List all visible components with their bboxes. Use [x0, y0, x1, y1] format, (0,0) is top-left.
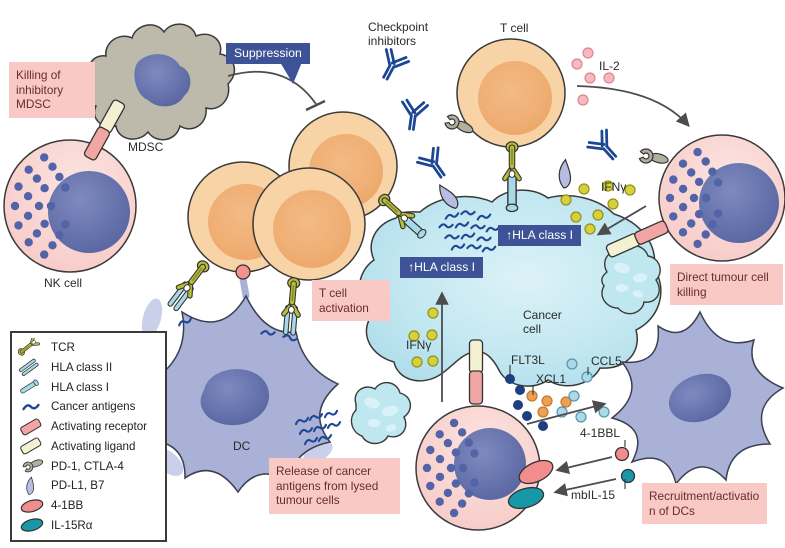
nk-cell-bottom: [415, 405, 541, 531]
hla-class-ii-icon: [18, 358, 40, 377]
label-mbil15: mbIL-15: [571, 488, 616, 502]
legend-label: Cancer antigens: [51, 400, 136, 414]
mbil15-dot: [620, 468, 636, 484]
pdl1-b7-molecule: [556, 158, 575, 190]
label-flt3l: FLT3L: [511, 353, 545, 367]
nk-nucleus: [48, 171, 130, 253]
label-ifng-right: IFNγ: [601, 180, 627, 194]
tcr-hla2-complex-left: [166, 255, 216, 313]
pd1-ctla4-molecule: [638, 147, 671, 167]
pdl1-b7-icon: [24, 476, 37, 496]
mdsc-nucleus: [134, 54, 191, 107]
cancer-antigens-icon: [22, 403, 40, 411]
legend-item-pdl1-b7: PD-L1, B7: [18, 476, 161, 496]
nk-cell-top-left: [3, 139, 137, 273]
dendritic-cell-left: [138, 275, 340, 494]
legend-item-il15ra: IL-15Rα: [18, 516, 161, 535]
il15ra-icon: [20, 518, 44, 533]
il15ra-receptor: [507, 486, 545, 510]
label-nk-cell: NK cell: [44, 276, 83, 290]
il2-arrow: [576, 85, 690, 128]
callout-suppression: Suppression: [226, 43, 310, 65]
label-t-cell: T cell: [500, 21, 529, 35]
hla-class-i-icon: [19, 378, 40, 395]
41bbl-arrow: [555, 456, 613, 475]
label-dc: DC: [233, 439, 251, 453]
legend-label: PD-L1, B7: [51, 479, 105, 493]
activating-receptor-bottom: [468, 339, 484, 405]
legend-label: Activating receptor: [51, 420, 148, 434]
legend-label: HLA class II: [51, 360, 113, 374]
checkpoint-antibody-icon: [372, 46, 412, 86]
callout-hla-class-i-right: ↑HLA class I: [498, 225, 582, 247]
chemokine-arrow: [526, 400, 607, 425]
legend-item-tcr: TCR: [18, 337, 161, 358]
dc-arm-pale: [141, 298, 163, 338]
callout-killing-mdsc: Killing of inhibitory MDSC: [9, 62, 95, 119]
legend-item-activating-receptor: Activating receptor: [18, 417, 161, 436]
legend-item-cancer-antigens: Cancer antigens: [18, 397, 161, 416]
label-4-1bbl: 4-1BBL: [580, 426, 621, 440]
41bb-icon: [20, 498, 44, 513]
label-xcl1: XCL1: [536, 372, 567, 386]
t-cell-top: [456, 38, 566, 148]
legend-label: IL-15Rα: [51, 518, 93, 532]
ifng-right-arrow: [596, 205, 647, 236]
callout-hla-class-i-center: ↑HLA class I: [400, 257, 484, 279]
callout-release-antigens: Release of cancer antigens from lysed tu…: [269, 458, 400, 515]
legend-box: TCR HLA class II HLA class I Cancer anti…: [10, 331, 167, 542]
4-1bb-receptor: [518, 459, 554, 485]
checkpoint-antibody-icon: [397, 98, 430, 133]
tcr-hla2-complex-front: [279, 276, 306, 336]
dendritic-cell-right: [610, 310, 785, 486]
checkpoint-antibody-icon: [584, 126, 626, 168]
legend-item-hla-class-i: HLA class I: [18, 378, 161, 397]
tcr-icon: [18, 337, 42, 358]
activating-ligand-icon: [19, 436, 43, 456]
dc-nucleus: [200, 369, 270, 426]
label-mdsc: MDSC: [128, 140, 164, 154]
arrows: [227, 70, 690, 497]
t-cell-front: [252, 167, 366, 281]
callout-t-cell-activation: T cell activation: [312, 280, 390, 322]
label-cancer-cell: Cancer cell: [523, 308, 562, 336]
label-ccl5: CCL5: [591, 354, 622, 368]
suppression-pointer: [280, 62, 302, 84]
label-checkpoint-inhibitors: Checkpoint inhibitors: [368, 20, 429, 48]
pd1-ctla4-icon: [21, 456, 46, 474]
cytokine-dot: [235, 264, 251, 280]
legend-item-hla-class-ii: HLA class II: [18, 358, 161, 377]
legend-item-activating-ligand: Activating ligand: [18, 436, 161, 456]
mbil15-arrow: [553, 478, 617, 497]
nk-nucleus: [454, 428, 526, 500]
legend-label: TCR: [51, 341, 75, 354]
4-1bbl-dot: [614, 446, 630, 462]
activating-receptor-icon: [19, 417, 43, 436]
dc-nucleus: [668, 373, 732, 423]
callout-direct-killing: Direct tumour cell killing: [670, 264, 783, 306]
callout-recruitment-dcs: Recruitment/activation of DCs: [642, 483, 767, 525]
label-il2: IL-2: [599, 59, 620, 73]
legend-label: HLA class I: [51, 380, 109, 394]
label-ifng-center: IFNγ: [406, 338, 432, 352]
legend-label: PD-1, CTLA-4: [51, 459, 124, 473]
legend-label: 4-1BB: [51, 499, 84, 513]
legend-label: Activating ligand: [51, 439, 136, 453]
legend-item-4-1bb: 4-1BB: [18, 496, 161, 515]
legend-item-pd1-ctla4: PD-1, CTLA-4: [18, 456, 161, 476]
nk-cell-right: [658, 134, 785, 262]
checkpoint-antibody-icon: [414, 144, 455, 185]
label-ticks: [509, 365, 626, 489]
apoptotic-body-left: [350, 382, 411, 445]
suppression-arrow: [227, 70, 317, 105]
